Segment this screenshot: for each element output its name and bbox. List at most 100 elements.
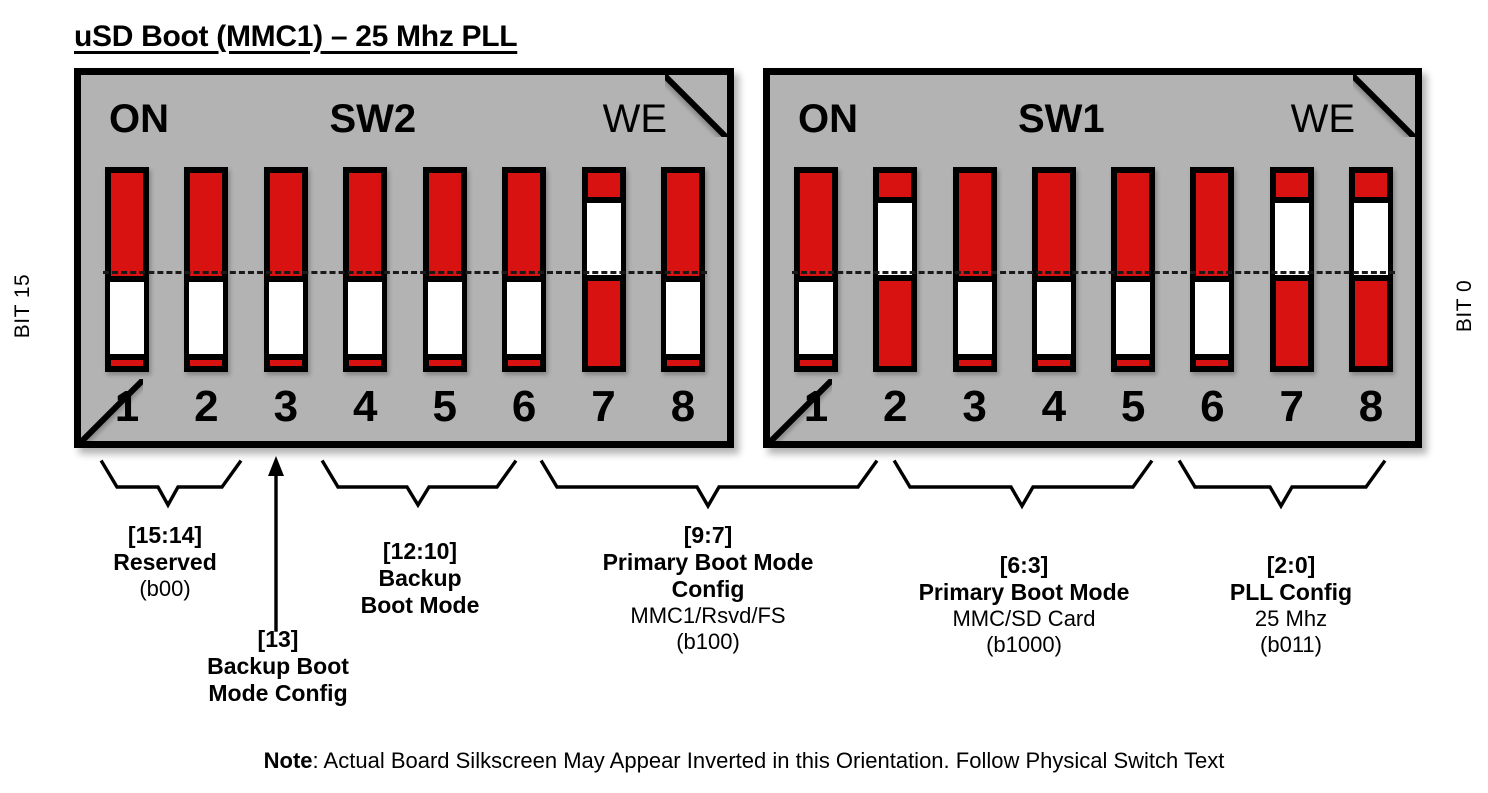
annotation-detail: MMC1/Rsvd/FS: [630, 603, 786, 629]
bracket-15-14: [99, 459, 243, 509]
switch-row-sw2: [105, 167, 705, 377]
switch-row-sw1: [794, 167, 1393, 377]
dip-switch-toggle[interactable]: [110, 276, 144, 360]
bit-label-left: BIT 15: [11, 273, 34, 339]
annotation-name: Primary Boot Mode: [918, 579, 1130, 606]
dip-switch-toggle[interactable]: [1036, 276, 1071, 360]
switch-block-sw2: ON SW2 WE 1 2 3 4 5 6 7 8: [74, 68, 734, 448]
footer-note-label: Note: [263, 748, 313, 773]
dip-switch-toggle[interactable]: [348, 276, 383, 360]
dip-switch-toggle[interactable]: [1274, 197, 1309, 281]
switch-number-sw1-4: 4: [1041, 382, 1067, 431]
annotation-value: (b1000): [986, 632, 1062, 658]
switch-number-sw1-7: 7: [1279, 382, 1304, 431]
switch-number-sw2-4: 4: [353, 382, 378, 431]
we-label-sw1: WE: [1290, 97, 1355, 141]
dip-switch-toggle[interactable]: [799, 276, 833, 360]
switch-number-sw2-3: 3: [273, 382, 299, 431]
annotation-range: [9:7]: [683, 522, 733, 548]
switch-block-sw1: ON SW1 WE 1 2 3 4 5 6 7 8: [763, 68, 1422, 448]
bracket-6-3: [892, 459, 1154, 510]
bracket-9-7: [539, 459, 879, 510]
dip-switch-sw1-7[interactable]: [1269, 167, 1314, 372]
annotation-value: (b00): [139, 576, 191, 602]
annotation-range: [12:10]: [382, 538, 458, 564]
bracket-2-0: [1177, 459, 1387, 510]
switch-number-sw2-6: 6: [511, 382, 537, 431]
dip-switch-sw2-4[interactable]: [343, 167, 388, 372]
page-title: uSD Boot (MMC1) – 25 Mhz PLL: [74, 20, 518, 53]
switch-number-sw2-8: 8: [670, 382, 696, 431]
dip-switch-toggle[interactable]: [268, 276, 303, 360]
dip-switch-toggle[interactable]: [1195, 276, 1230, 360]
dip-switch-toggle[interactable]: [586, 197, 621, 281]
dip-switch-sw1-2[interactable]: [873, 167, 918, 372]
annotation-value: (b100): [676, 629, 740, 655]
dip-switch-sw1-4[interactable]: [1031, 167, 1076, 372]
number-row-sw1: 1 2 3 4 5 6 7 8: [794, 385, 1393, 441]
center-reference-line-sw2: [103, 271, 707, 274]
block-name-sw1: SW1: [1017, 97, 1105, 141]
dip-switch-sw1-1[interactable]: [794, 167, 838, 372]
dip-switch-toggle[interactable]: [507, 276, 542, 360]
annotation-value: (b011): [1260, 632, 1322, 658]
dip-switch-toggle[interactable]: [957, 276, 992, 360]
dip-switch-sw2-6[interactable]: [502, 167, 547, 372]
dip-switch-sw2-2[interactable]: [184, 167, 229, 372]
annotation-range: [13]: [257, 626, 299, 652]
bracket-12-10: [320, 459, 518, 509]
annotation-range: [6:3]: [999, 552, 1049, 578]
block-header-sw2: ON SW2 WE: [81, 91, 727, 147]
annotation-6-3: [6:3] Primary Boot Mode MMC/SD Card (b10…: [880, 552, 1168, 658]
dip-switch-toggle[interactable]: [878, 197, 913, 281]
annotation-2-0: [2:0] PLL Config 25 Mhz (b011): [1172, 552, 1410, 658]
switch-number-sw1-5: 5: [1120, 382, 1146, 431]
leader-arrow-13-head: [268, 456, 284, 476]
switch-number-sw1-1: 1: [803, 382, 829, 431]
footer-note: Note: Actual Board Silkscreen May Appear…: [0, 748, 1488, 774]
switch-number-sw2-7: 7: [591, 382, 616, 431]
dip-switch-toggle[interactable]: [1116, 276, 1151, 360]
on-label-sw2: ON: [109, 97, 169, 141]
dip-switch-sw2-8[interactable]: [660, 167, 705, 372]
dip-switch-sw1-8[interactable]: [1348, 167, 1393, 372]
block-header-sw1: ON SW1 WE: [770, 91, 1415, 147]
switch-number-sw1-2: 2: [883, 382, 908, 431]
dip-switch-sw1-5[interactable]: [1111, 167, 1156, 372]
bit-label-right: BIT 0: [1453, 279, 1476, 333]
on-label-sw1: ON: [798, 97, 858, 141]
number-row-sw2: 1 2 3 4 5 6 7 8: [105, 385, 705, 441]
center-reference-line-sw1: [792, 271, 1395, 274]
dip-switch-sw2-7[interactable]: [581, 167, 626, 372]
switch-number-sw1-8: 8: [1358, 382, 1384, 431]
switch-number-sw1-6: 6: [1200, 382, 1225, 431]
we-label-sw2: WE: [602, 97, 667, 141]
dip-switch-sw2-3[interactable]: [263, 167, 308, 372]
annotation-name: Reserved: [113, 549, 217, 576]
dip-switch-sw1-6[interactable]: [1190, 167, 1235, 372]
annotation-detail: MMC/SD Card: [952, 606, 1096, 632]
dip-switch-toggle[interactable]: [1353, 197, 1388, 281]
annotation-15-14: [15:14] Reserved (b00): [62, 522, 268, 602]
dip-switch-toggle[interactable]: [427, 276, 462, 360]
switch-number-sw2-5: 5: [432, 382, 457, 431]
switch-number-sw2-2: 2: [194, 382, 219, 431]
annotation-detail: 25 Mhz: [1254, 606, 1328, 632]
switch-number-sw2-1: 1: [114, 382, 140, 431]
dip-switch-toggle[interactable]: [665, 276, 700, 360]
annotation-range: [15:14]: [127, 522, 203, 548]
annotation-range: [2:0]: [1266, 552, 1316, 578]
annotation-name: PLL Config: [1229, 579, 1353, 606]
dip-switch-toggle[interactable]: [189, 276, 224, 360]
block-name-sw2: SW2: [329, 97, 417, 141]
dip-switch-sw1-3[interactable]: [952, 167, 997, 372]
dip-switch-sw2-5[interactable]: [422, 167, 467, 372]
dip-switch-sw2-1[interactable]: [105, 167, 149, 372]
footer-note-text: : Actual Board Silkscreen May Appear Inv…: [312, 748, 1225, 773]
